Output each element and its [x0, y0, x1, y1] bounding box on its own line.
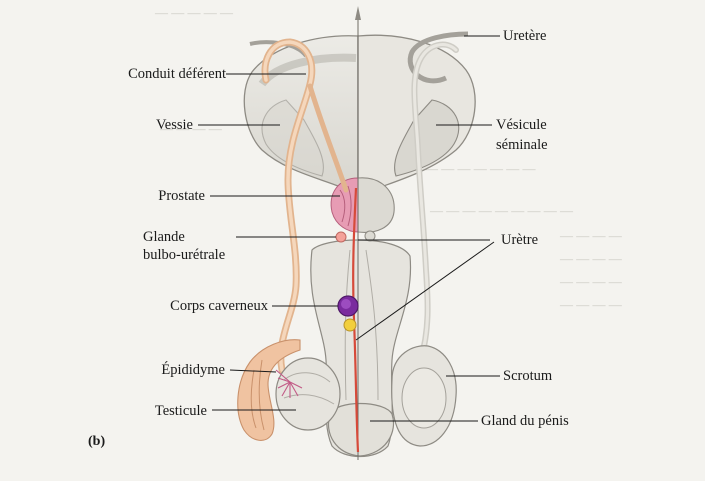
label-conduit-deferent: Conduit déférent — [128, 66, 226, 82]
testis-left — [275, 357, 341, 431]
label-uretre: Urètre — [501, 232, 539, 248]
label-vessie: Vessie — [155, 117, 193, 133]
prostate-right — [357, 177, 395, 233]
bulbourethral-gland — [335, 231, 347, 243]
label-prostate: Prostate — [158, 188, 205, 204]
label-epididyme: Épididyme — [161, 362, 225, 378]
label-gland-du-penis: Gland du pénis — [481, 413, 569, 429]
label-uretere: Uretère — [503, 28, 547, 44]
label-seminale: séminale — [496, 137, 548, 153]
epididymis-left — [237, 339, 301, 441]
ureter-right — [407, 31, 469, 84]
label-glande: Glande — [143, 229, 185, 245]
label-corps-caverneux: Corps caverneux — [170, 298, 268, 314]
label-vesicule: Vésicule — [496, 117, 547, 133]
seminal-vesicle-right — [394, 99, 460, 177]
label-bulbo-uretrale: bulbo-urétrale — [143, 247, 226, 263]
corpus-spongiosum — [343, 318, 357, 332]
seminiferous-tubules — [275, 369, 303, 398]
glans — [328, 403, 394, 457]
panel-tag: (b) — [88, 434, 106, 449]
leader-lines — [198, 35, 500, 422]
label-scrotum: Scrotum — [503, 368, 553, 384]
label-testicule: Testicule — [154, 403, 207, 419]
